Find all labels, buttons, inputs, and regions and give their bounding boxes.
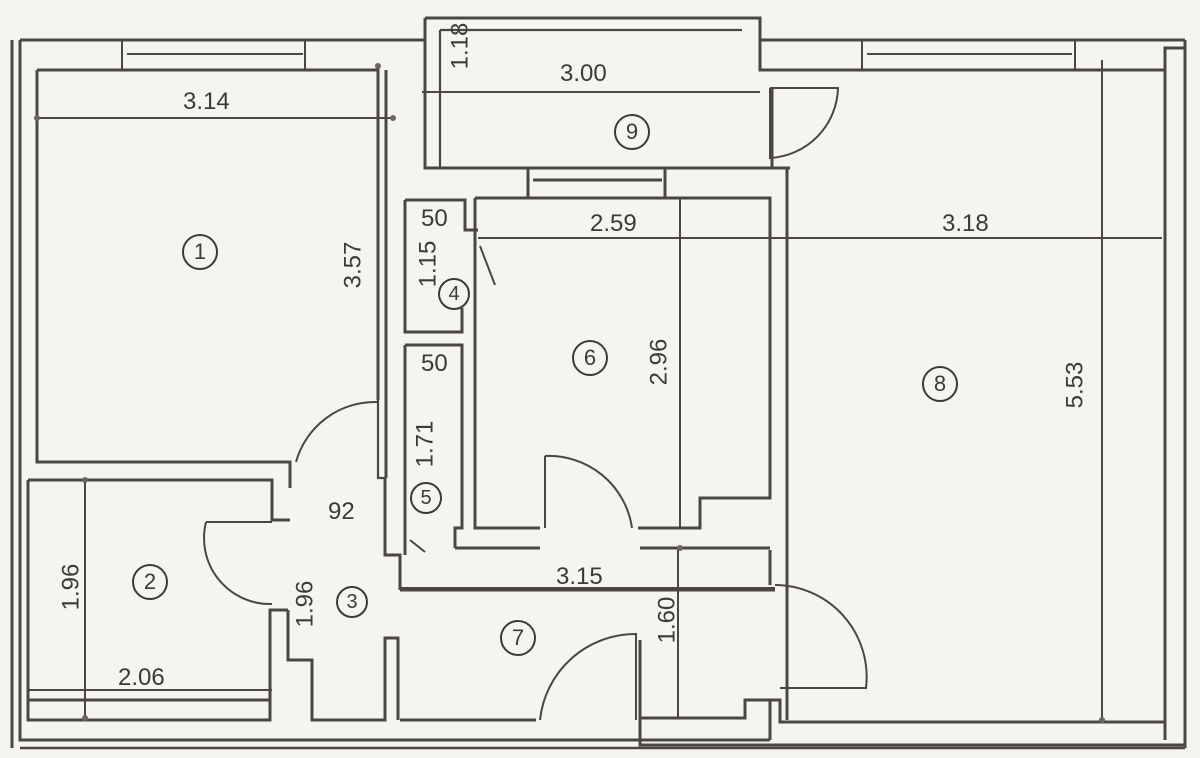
door-room-9 [769,87,840,160]
dim-room8-height: 5.53 [1061,361,1089,409]
room-3-walls [286,478,402,722]
dim-room3-height: 1.96 [291,580,319,628]
dim-room4-width: 50 [421,205,448,232]
dim-room2-height: 1.96 [57,563,85,611]
room-marker-9: 9 [614,114,650,150]
dim-room7-width: 3.15 [556,563,603,590]
outer-walls [10,38,1187,750]
door-entrance [539,632,637,721]
room-marker-6: 6 [572,340,608,376]
room-8-walls [785,40,1165,720]
dim-room5-width: 50 [421,350,448,377]
dim-room6-height: 2.96 [645,338,673,386]
dim-room8-width: 3.18 [942,210,989,237]
room-marker-2: 2 [132,564,168,600]
room-marker-7: 7 [500,620,536,656]
dim-room9-height: 1.18 [446,22,474,70]
door-room-2 [203,521,273,606]
room-marker-3: 3 [336,586,368,618]
room-4-walls [403,198,478,334]
room-9-walls [422,16,790,170]
door-room-8 [774,584,868,689]
room-marker-4: 4 [438,278,470,310]
dim-room1-height: 3.57 [339,241,367,289]
door-room-1 [295,400,379,478]
room-marker-8: 8 [922,366,958,402]
door-room-6 [544,454,633,529]
room-2-walls [26,478,290,722]
doors [203,87,868,721]
dim-room6-width: 2.59 [590,210,637,237]
dimension-lines [28,63,1105,723]
dim-room2-width: 2.06 [118,664,165,691]
room-5-walls [403,343,464,555]
room-6-walls [455,168,1162,580]
room-7-walls [400,548,775,740]
dim-room7-height: 1.60 [653,596,681,644]
room-marker-5: 5 [410,482,442,514]
dim-room4-height: 1.15 [414,240,442,288]
door-room-4 [479,245,496,286]
dim-room1-width: 3.14 [183,88,230,115]
room-marker-1: 1 [182,234,218,270]
dim-door-width: 92 [328,498,355,525]
dim-room5-height: 1.71 [411,420,439,468]
dim-room9-width: 3.00 [560,60,607,87]
door-room-5 [409,539,426,553]
